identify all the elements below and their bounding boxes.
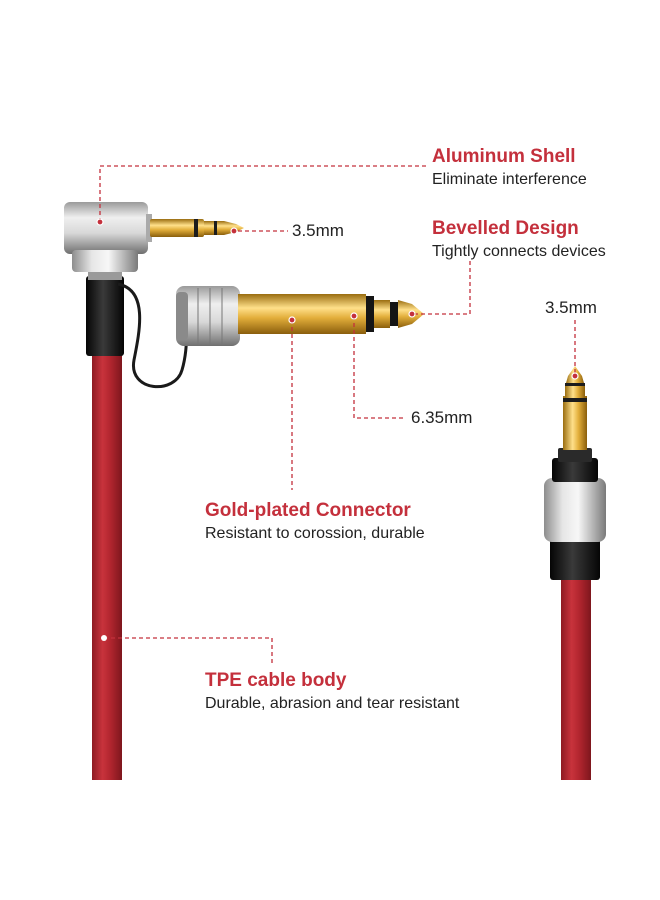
callout-gold-plated-connector: Gold-plated Connector Resistant to coros… bbox=[205, 500, 425, 543]
angled-plug-aluminum-shell bbox=[64, 202, 152, 272]
callout-title: Aluminum Shell bbox=[432, 146, 576, 167]
callout-title: Bevelled Design bbox=[432, 218, 579, 239]
callout-subtitle: Eliminate interference bbox=[432, 171, 587, 188]
adapter-6-35mm bbox=[176, 286, 424, 346]
callout-lines bbox=[99, 165, 576, 664]
straight-plug bbox=[544, 366, 606, 780]
callout-bevelled-design: Bevelled Design Tightly connects devices bbox=[432, 218, 606, 261]
callout-tpe-cable-body: TPE cable body Durable, abrasion and tea… bbox=[205, 670, 459, 713]
left-cable bbox=[92, 350, 122, 780]
callout-dots bbox=[96, 218, 579, 641]
dimension-straight-plug: 3.5mm bbox=[545, 298, 597, 317]
callout-subtitle: Resistant to corossion, durable bbox=[205, 525, 425, 542]
callout-aluminum-shell: Aluminum Shell Eliminate interference bbox=[432, 146, 587, 189]
dimension-adapter: 6.35mm bbox=[411, 408, 473, 427]
angled-plug-strain-relief bbox=[86, 268, 124, 356]
callout-subtitle: Durable, abrasion and tear resistant bbox=[205, 695, 460, 712]
callout-title: Gold-plated Connector bbox=[205, 500, 411, 521]
dimension-angled-plug: 3.5mm bbox=[292, 221, 344, 240]
callout-subtitle: Tightly connects devices bbox=[432, 243, 606, 260]
tether-wire bbox=[117, 282, 190, 389]
angled-plug-pin bbox=[150, 219, 244, 237]
callout-title: TPE cable body bbox=[205, 670, 347, 691]
